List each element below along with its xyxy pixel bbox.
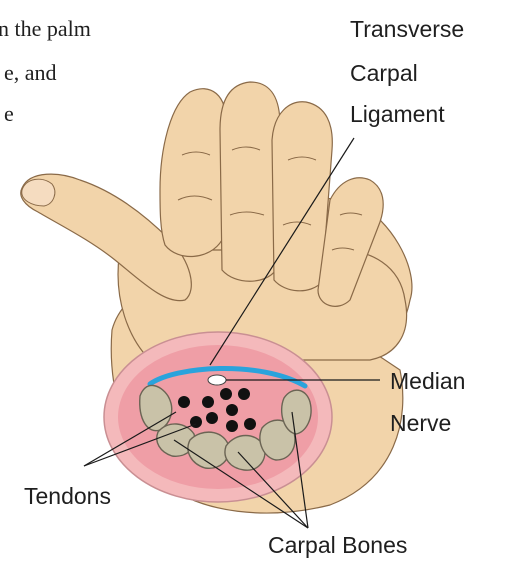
tendon: [244, 418, 256, 430]
intro-line-3: e: [4, 103, 14, 125]
tendon: [226, 420, 238, 432]
carpal-bones-label: Carpal Bones: [268, 534, 407, 557]
tendon: [226, 404, 238, 416]
carpal-bone: [225, 436, 265, 471]
intro-line-1: n the palm: [0, 18, 91, 40]
tendon: [202, 396, 214, 408]
tendon: [220, 388, 232, 400]
intro-line-2: e, and: [4, 62, 57, 84]
index-finger: [160, 89, 226, 257]
ligament-label-line-2: Carpal: [350, 62, 418, 85]
middle-finger: [220, 82, 280, 281]
median-nerve: [208, 375, 226, 385]
ligament-label-line-1: Transverse: [350, 18, 464, 41]
nerve-label-line-2: Nerve: [390, 412, 451, 435]
tendon: [238, 388, 250, 400]
tendons-label: Tendons: [24, 485, 111, 508]
carpal-bone: [282, 390, 311, 434]
tendon: [206, 412, 218, 424]
tendon: [178, 396, 190, 408]
nerve-label-line-1: Median: [390, 370, 465, 393]
ligament-label-line-3: Ligament: [350, 103, 445, 126]
